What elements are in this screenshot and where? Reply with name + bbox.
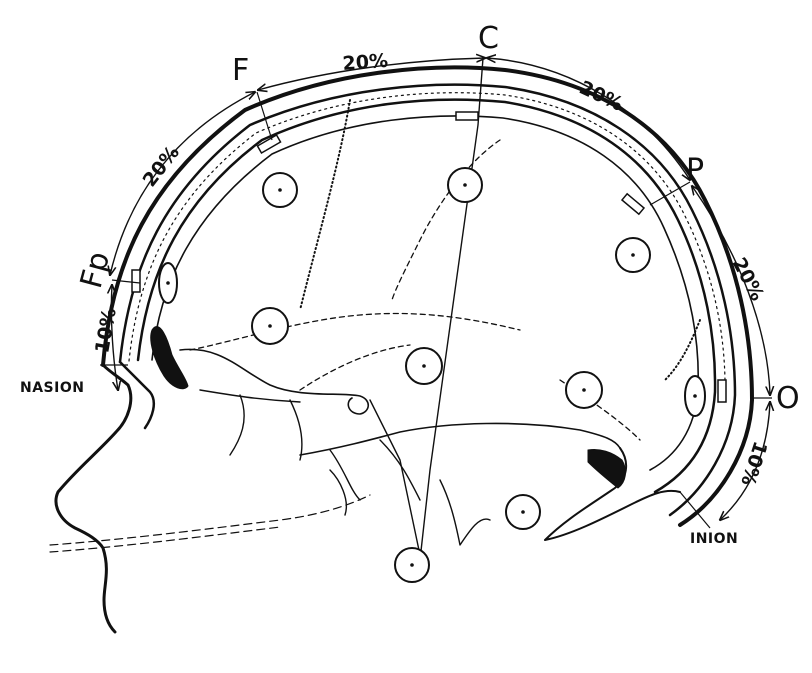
electrode [394,547,430,583]
central-sulcus [391,139,501,301]
arc-p-o [692,186,770,395]
p-plate [620,192,646,216]
skull-inner-table [136,98,717,494]
nasal-line [49,494,371,546]
arc-nasion-fp [111,285,118,390]
fp-tick [111,279,141,284]
lateral-sulcus [189,312,521,351]
electrode [158,262,178,304]
label-c: C [478,21,499,56]
arc-c-p [487,58,690,180]
label-p: P [686,153,704,188]
f-tick [256,91,273,141]
electrode [447,167,483,203]
face-profile [54,363,133,634]
occipital-protuberance [587,449,626,489]
f-plate [256,134,282,154]
electrode [565,371,603,409]
electrodes [158,167,706,583]
o-plate [717,379,727,403]
temporal-dash [299,344,411,391]
electrode [405,347,443,385]
pin-line [369,399,421,556]
coronal-suture-stipple [299,99,351,311]
arc-fp-f [110,92,255,275]
electrode [684,375,706,417]
inion-leader [679,491,711,529]
electrode [251,307,289,345]
arc-o-inion [720,402,770,520]
p-tick [649,181,691,206]
electrode [505,494,541,530]
arc-f-c [258,58,485,90]
measure-f-c: 20% [342,50,389,75]
orbit [150,326,189,390]
sphenoid-line [199,389,303,461]
measure-p-o: 20% [728,254,769,304]
label-f: F [232,53,249,88]
skull-outer-table [118,83,737,517]
label-inion: INION [690,531,738,547]
forehead-bone [118,360,156,430]
skull-base-line [299,422,621,456]
label-o: O [776,381,800,416]
measure-nasion-fp: 10% [91,306,121,355]
electrode [615,237,651,273]
c-plate [455,111,479,121]
label-nasion: NASION [20,380,84,396]
mastoid-lines [329,439,491,546]
fp-plate [131,269,141,293]
brain-outline [151,115,700,471]
central-line [419,57,484,561]
nasal-line-2 [49,526,281,553]
label-fp: Fp [74,248,117,292]
electrode [262,172,298,208]
cranial-base [179,348,370,415]
